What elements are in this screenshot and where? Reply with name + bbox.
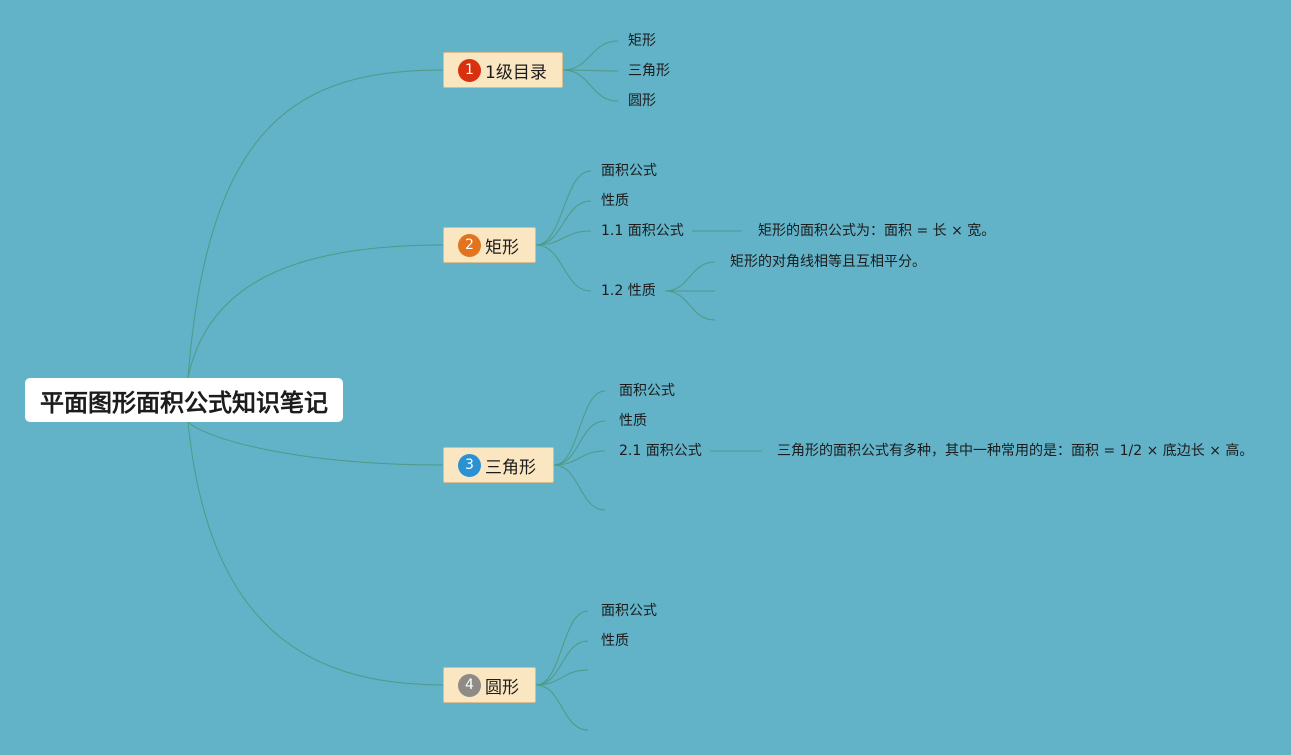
child-link: [535, 640, 589, 686]
subtopic-triangle[interactable]: 三角形: [628, 63, 670, 79]
subtopic-circle[interactable]: 圆形: [628, 93, 656, 109]
child-link: [535, 200, 592, 246]
child-link: [553, 464, 606, 511]
note-triangle-area[interactable]: 三角形的面积公式有多种，其中一种常用的是：面积 = 1/2 × 底边长 × 高。: [777, 443, 1254, 459]
subtopic-area-formula[interactable]: 面积公式: [619, 383, 675, 399]
child-link: [562, 69, 619, 72]
child-link: [535, 669, 589, 686]
note-rect-diagonals[interactable]: 矩形的对角线相等且互相平分。: [730, 254, 926, 270]
subtopic-area-formula[interactable]: 面积公式: [601, 163, 657, 179]
child-link: [562, 69, 619, 102]
note-link: [664, 261, 716, 292]
branch-topic-2[interactable]: 2 矩形: [443, 227, 536, 263]
subtopic-area-formula[interactable]: 面积公式: [601, 603, 657, 619]
subtopic-rect[interactable]: 矩形: [628, 33, 656, 49]
number-1-icon: 1: [458, 58, 481, 82]
subtopic-properties[interactable]: 性质: [619, 413, 647, 429]
note-link: [664, 290, 716, 321]
root-link-4: [187, 421, 444, 686]
subtopic-properties[interactable]: 性质: [601, 193, 629, 209]
root-topic[interactable]: 平面图形面积公式知识笔记: [25, 378, 343, 422]
number-2-icon: 2: [458, 233, 481, 257]
number-4-icon: 4: [458, 673, 481, 697]
child-link: [553, 390, 606, 466]
child-link: [535, 684, 589, 731]
branch-label: 三角形: [485, 457, 536, 478]
subtopic-properties[interactable]: 性质: [601, 633, 629, 649]
subtopic-1-2-properties[interactable]: 1.2 性质: [601, 283, 656, 299]
child-link: [553, 420, 606, 466]
root-link-1: [187, 69, 444, 379]
branch-label: 圆形: [485, 677, 519, 698]
branch-topic-1[interactable]: 1 1级目录: [443, 52, 563, 88]
note-rect-area[interactable]: 矩形的面积公式为：面积 = 长 × 宽。: [758, 223, 996, 239]
branch-topic-3[interactable]: 3 三角形: [443, 447, 554, 483]
root-link-2: [187, 244, 444, 379]
child-link: [535, 244, 592, 292]
child-link: [535, 230, 592, 246]
branch-topic-4[interactable]: 4 圆形: [443, 667, 536, 703]
child-link: [553, 450, 606, 466]
branch-label: 1级目录: [485, 62, 547, 83]
subtopic-1-1-area-formula[interactable]: 1.1 面积公式: [601, 223, 684, 239]
root-link-3: [187, 421, 444, 466]
child-link: [535, 610, 589, 686]
branch-label: 矩形: [485, 237, 519, 258]
number-3-icon: 3: [458, 453, 481, 477]
child-link: [562, 40, 619, 71]
child-link: [535, 170, 592, 246]
subtopic-2-1-area-formula[interactable]: 2.1 面积公式: [619, 443, 702, 459]
